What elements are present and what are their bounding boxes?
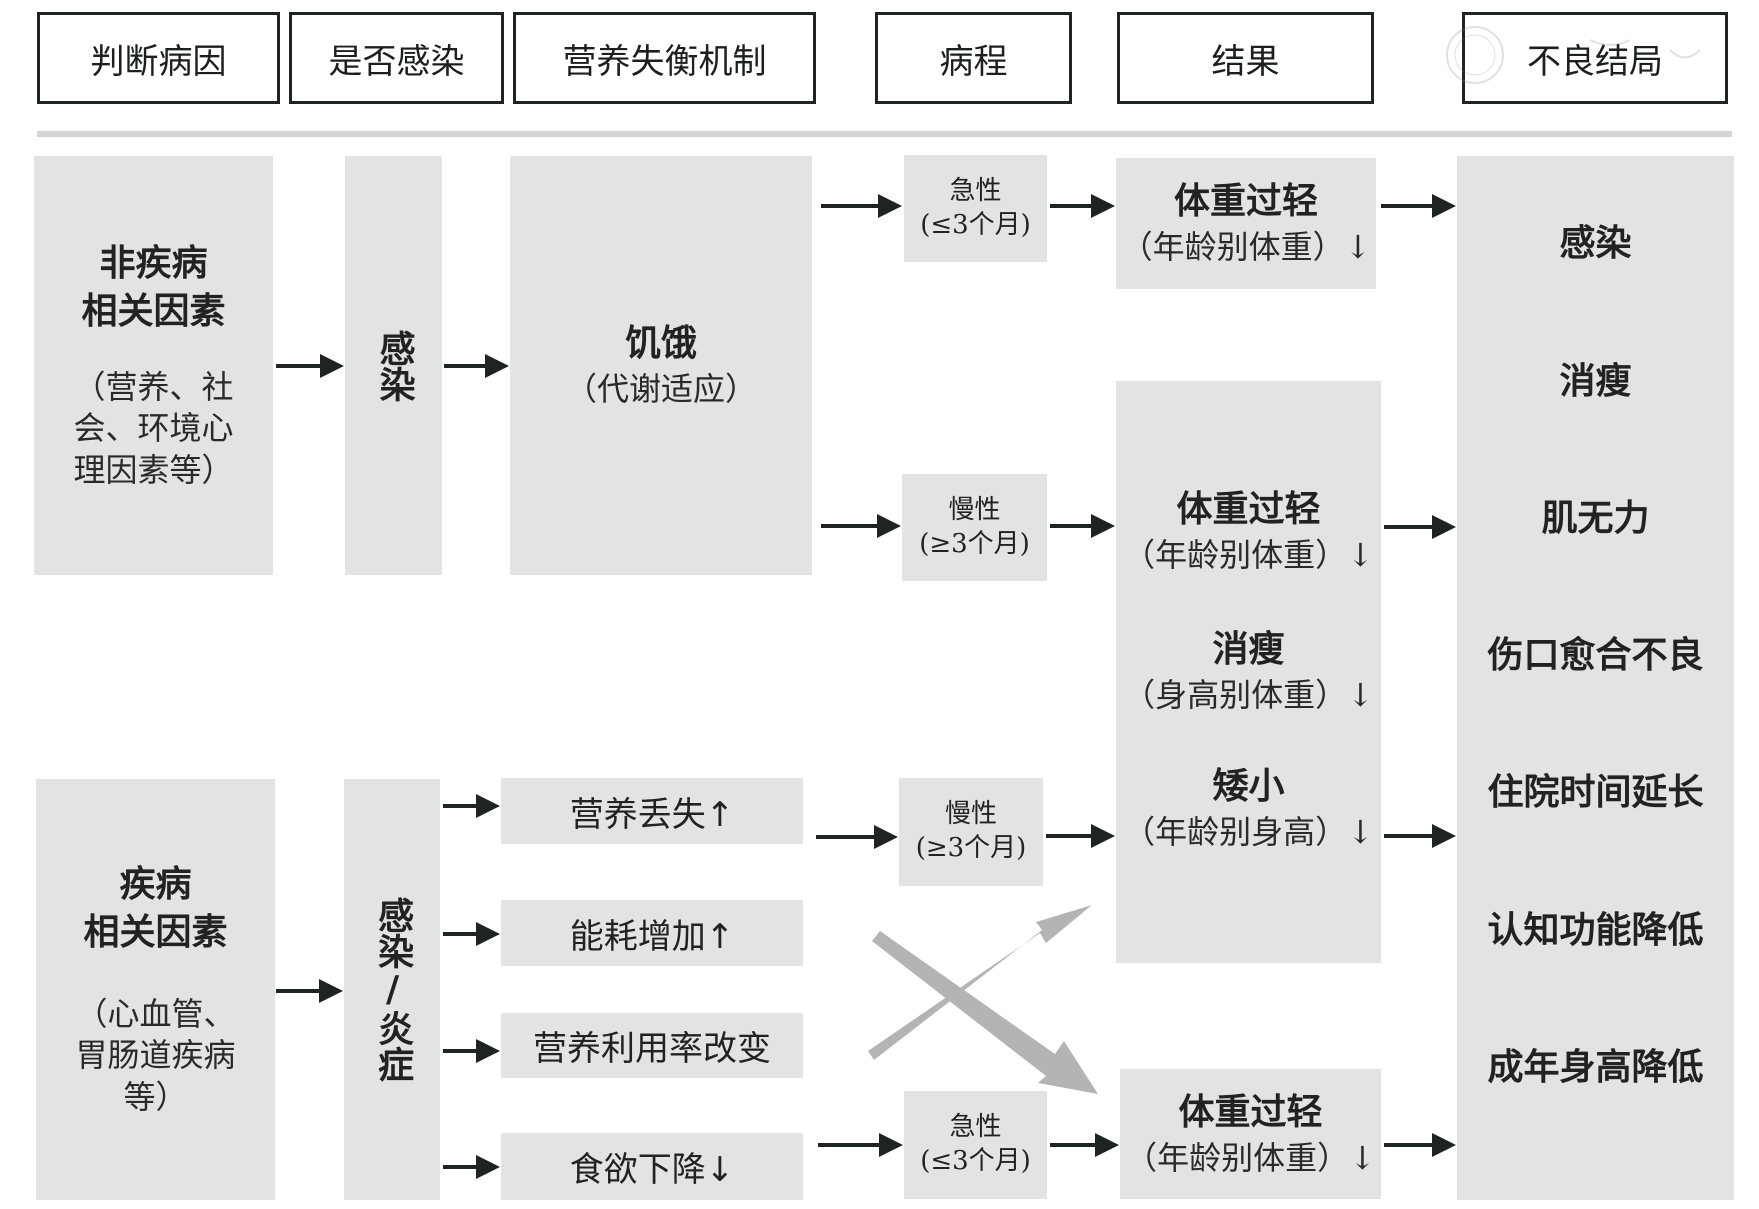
mechanism-label: 营养利用率改变 [533, 1029, 771, 1069]
watermark-seal-icon [1446, 26, 1701, 84]
header-course-label: 病程 [939, 41, 1008, 82]
header-mechanism-label: 营养失衡机制 [562, 41, 767, 82]
mechanism-label: 食欲下降↓ [569, 1150, 735, 1190]
disease-title-2: 相关因素 [83, 912, 228, 954]
infection-box: 感染 [345, 156, 442, 575]
mechanism-box: 营养丢失↑ [501, 778, 803, 844]
header-result: 结果 [1117, 12, 1374, 104]
disease-factors-box: 疾病 相关因素 （心血管、胃肠道疾病等） [36, 779, 275, 1200]
course-chronic-mid-range: (≥3个月) [919, 528, 1030, 559]
outcome-item: 住院时间延长 [1487, 772, 1704, 813]
crossing-arrows [868, 905, 1098, 1094]
result-mid-item-detail: （年龄别体重）↓ [1123, 535, 1374, 574]
adverse-outcomes-box: 感染 消瘦 肌无力 伤口愈合不良 住院时间延长 认知功能降低 成年身高降低 [1457, 156, 1734, 1200]
course-chronic-bottom-box: 慢性 (≥3个月) [899, 778, 1043, 886]
result-mid-item: 消瘦 （身高别体重）↓ [1116, 626, 1381, 716]
outcome-item: 肌无力 [1541, 498, 1650, 539]
result-top-box: 体重过轻 （年龄别体重）↓ [1116, 158, 1376, 289]
header-result-label: 结果 [1211, 41, 1280, 82]
result-mid-item-detail: （身高别体重）↓ [1123, 675, 1374, 714]
result-mid-item-title: 体重过轻 [1176, 489, 1321, 530]
result-mid-item: 矮小 （年龄别身高）↓ [1116, 763, 1381, 853]
header-infection-label: 是否感染 [328, 41, 465, 82]
result-mid-item-title: 矮小 [1212, 766, 1285, 807]
header-infection: 是否感染 [289, 12, 504, 104]
non-disease-detail: （营养、社会、环境心理因素等） [73, 367, 234, 489]
course-acute-top-box: 急性 (≤3个月) [904, 155, 1047, 262]
header-adverse-outcome: 不良结局 [1462, 12, 1728, 104]
result-mid-box: 体重过轻 （年龄别体重）↓ 消瘦 （身高别体重）↓ 矮小 （年龄别身高）↓ [1116, 381, 1381, 963]
infection-inflammation-box: 感染/炎症 [344, 779, 440, 1200]
non-disease-title-1: 非疾病 [99, 242, 208, 284]
mechanism-box: 能耗增加↑ [501, 900, 803, 966]
mechanism-box: 营养利用率改变 [501, 1013, 803, 1078]
starvation-detail: （代谢适应） [564, 370, 757, 408]
result-mid-item-title: 消瘦 [1212, 629, 1285, 670]
starvation-title: 饥饿 [624, 323, 697, 365]
header-separator [37, 131, 1732, 137]
disease-title-1: 疾病 [119, 863, 192, 905]
result-top-title: 体重过轻 [1173, 181, 1318, 223]
course-acute-bottom-box: 急性 (≤3个月) [904, 1091, 1047, 1199]
result-mid-item-detail: （年龄别身高）↓ [1123, 812, 1374, 851]
outcome-item: 消瘦 [1559, 361, 1632, 402]
header-cause: 判断病因 [37, 12, 280, 104]
course-chronic-mid-label: 慢性 [948, 494, 1001, 525]
header-mechanism: 营养失衡机制 [513, 12, 816, 104]
course-chronic-mid-box: 慢性 (≥3个月) [902, 474, 1047, 581]
mechanism-label: 能耗增加↑ [569, 916, 735, 957]
result-bottom-title: 体重过轻 [1178, 1091, 1323, 1133]
course-chronic-bottom-range: (≥3个月) [915, 833, 1027, 863]
starvation-box: 饥饿 （代谢适应） [510, 156, 812, 575]
course-acute-bottom-range: (≤3个月) [920, 1146, 1031, 1176]
mechanism-label: 营养丢失↑ [569, 794, 735, 835]
outcome-item: 感染 [1559, 223, 1632, 264]
mechanism-box: 食欲下降↓ [501, 1133, 803, 1200]
course-chronic-bottom-label: 慢性 [944, 799, 997, 830]
cross-arrow-up-icon [868, 905, 1092, 1060]
outcome-item: 认知功能降低 [1487, 910, 1704, 951]
disease-detail: （心血管、胃肠道疾病等） [75, 994, 236, 1116]
course-acute-top-range: (≤3个月) [920, 209, 1031, 240]
non-disease-title-2: 相关因素 [81, 291, 226, 333]
cross-arrow-down-icon [872, 931, 1098, 1094]
result-bottom-detail: （年龄别体重）↓ [1125, 1138, 1376, 1177]
header-course: 病程 [875, 12, 1072, 104]
result-mid-item: 体重过轻 （年龄别体重）↓ [1116, 486, 1381, 576]
header-cause-label: 判断病因 [90, 41, 227, 82]
infection-inflammation-label: 感染/炎症 [372, 897, 414, 1082]
header-adverse-outcome-label: 不良结局 [1527, 41, 1663, 82]
course-acute-bottom-label: 急性 [949, 1112, 1002, 1143]
outcome-item: 成年身高降低 [1487, 1047, 1704, 1088]
result-top-detail: （年龄别体重）↓ [1120, 228, 1372, 266]
course-acute-top-label: 急性 [949, 175, 1002, 206]
result-bottom-box: 体重过轻 （年龄别体重）↓ [1120, 1069, 1381, 1199]
outcome-item: 伤口愈合不良 [1487, 635, 1704, 676]
infection-label: 感染 [373, 329, 415, 402]
non-disease-factors-box: 非疾病 相关因素 （营养、社会、环境心理因素等） [34, 156, 273, 575]
